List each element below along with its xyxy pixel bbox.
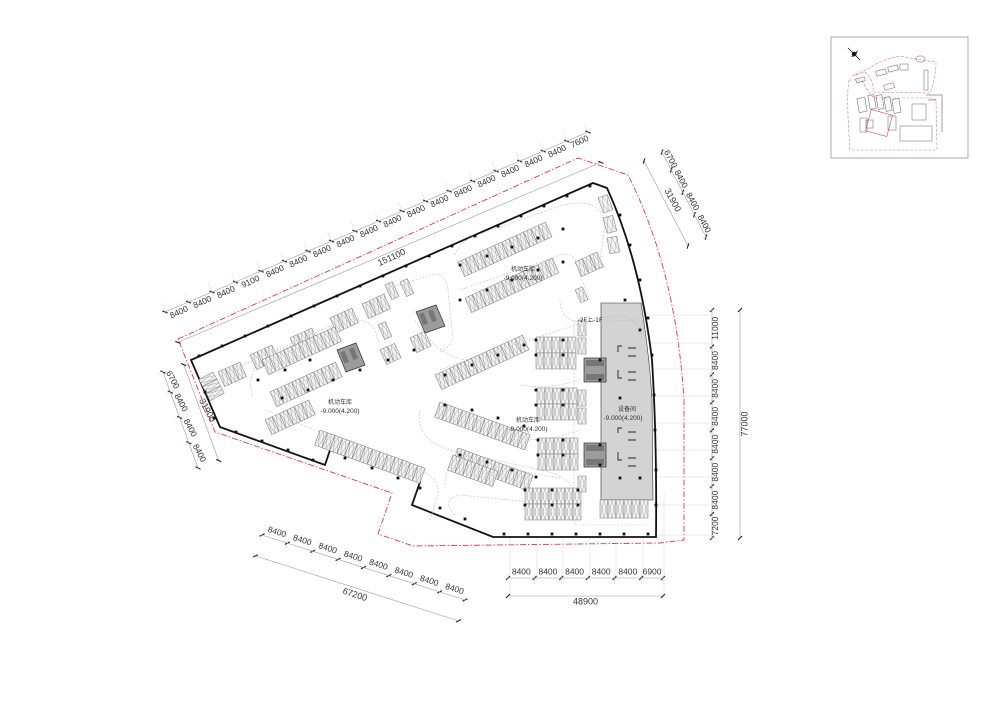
svg-text:8400: 8400 <box>419 573 440 588</box>
svg-text:8400: 8400 <box>405 202 427 219</box>
svg-text:8400: 8400 <box>429 192 451 209</box>
svg-text:8400: 8400 <box>538 566 557 576</box>
property-line <box>177 157 685 547</box>
svg-text:9100: 9100 <box>240 273 262 290</box>
stair-core-1 <box>336 342 366 373</box>
svg-text:机动车库: 机动车库 <box>511 265 535 273</box>
svg-text:8400: 8400 <box>452 182 474 199</box>
svg-text:8400: 8400 <box>523 152 545 169</box>
svg-text:8400: 8400 <box>292 532 313 547</box>
svg-text:8400: 8400 <box>191 442 209 464</box>
svg-text:77000: 77000 <box>739 411 749 436</box>
svg-text:48900: 48900 <box>573 596 598 606</box>
svg-text:31900: 31900 <box>663 187 684 214</box>
svg-text:8400: 8400 <box>358 222 380 239</box>
svg-text:8400: 8400 <box>710 490 720 509</box>
svg-text:8400: 8400 <box>710 379 720 398</box>
svg-text:8400: 8400 <box>592 566 611 576</box>
svg-text:8400: 8400 <box>512 566 531 576</box>
svg-text:7200: 7200 <box>710 516 720 535</box>
svg-text:机动车库: 机动车库 <box>328 398 352 406</box>
svg-text:7600: 7600 <box>569 133 591 150</box>
room-label-parking-2: 机动车库 -9.000(4.200) <box>320 398 359 415</box>
stair-core-2 <box>415 304 446 334</box>
svg-text:8400: 8400 <box>476 172 498 189</box>
svg-text:8400: 8400 <box>618 566 637 576</box>
svg-text:6900: 6900 <box>643 566 662 576</box>
room-label-parking-3: 机动车库 -9.000(4.200) <box>508 416 547 433</box>
svg-text:8400: 8400 <box>710 407 720 426</box>
room-label-parking-1: 机动车库 -9.000(4.200) <box>503 265 542 282</box>
svg-text:67200: 67200 <box>342 586 369 603</box>
svg-text:6700: 6700 <box>662 148 680 170</box>
svg-text:8400: 8400 <box>368 557 389 572</box>
svg-text:设备间: 设备间 <box>618 405 636 413</box>
svg-text:8400: 8400 <box>343 548 364 563</box>
svg-text:8400: 8400 <box>335 232 357 249</box>
svg-text:8400: 8400 <box>288 252 310 269</box>
svg-text:151100: 151100 <box>376 247 407 268</box>
svg-text:8400: 8400 <box>393 565 414 580</box>
svg-text:8400: 8400 <box>546 142 568 159</box>
stair-core-3 <box>583 357 607 383</box>
svg-text:8400: 8400 <box>382 212 404 229</box>
svg-text:-9.000(4.200): -9.000(4.200) <box>508 426 547 433</box>
svg-text:8400: 8400 <box>684 191 702 213</box>
north-arrow-icon <box>847 47 861 61</box>
room-label-equipment: 设备间 -9.000(4.200) <box>603 405 642 422</box>
svg-text:8400: 8400 <box>172 392 190 414</box>
dimension-bottom: 8400 8400 8400 8400 8400 6900 48900 <box>505 566 666 606</box>
svg-text:8400: 8400 <box>499 162 521 179</box>
svg-text:8400: 8400 <box>672 168 690 190</box>
svg-text:8400: 8400 <box>192 293 214 310</box>
svg-text:8400: 8400 <box>710 462 720 481</box>
ramp-level-label: -2F上-1F <box>578 316 603 324</box>
equipment-room <box>600 302 654 501</box>
svg-text:8400: 8400 <box>317 540 338 555</box>
svg-text:-9.000(4.200): -9.000(4.200) <box>503 275 542 282</box>
stair-core-4 <box>583 442 607 468</box>
svg-text:8400: 8400 <box>266 524 287 539</box>
svg-text:-9.000(4.200): -9.000(4.200) <box>603 415 642 422</box>
svg-text:11000: 11000 <box>710 317 720 340</box>
svg-text:8400: 8400 <box>182 417 200 439</box>
key-plan <box>830 36 969 159</box>
svg-text:8400: 8400 <box>168 303 190 320</box>
svg-text:-9.000(4.200): -9.000(4.200) <box>320 408 359 415</box>
svg-text:8400: 8400 <box>565 566 584 576</box>
structural-columns <box>197 184 658 536</box>
equipment-room-walls <box>617 345 636 467</box>
dimension-right: 11000 8400 8400 8400 8400 8400 8400 7200 77000 <box>708 307 749 541</box>
svg-text:8400: 8400 <box>215 283 237 300</box>
svg-text:8400: 8400 <box>311 242 333 259</box>
svg-text:8400: 8400 <box>444 581 465 596</box>
svg-text:8400: 8400 <box>710 351 720 370</box>
svg-text:机动车库: 机动车库 <box>516 416 540 424</box>
dimension-bottom-left: 8400 8400 8400 8400 8400 8400 8400 8400 67200 <box>252 524 468 623</box>
svg-text:8400: 8400 <box>696 213 714 235</box>
svg-text:8400: 8400 <box>264 262 286 279</box>
svg-text:6700: 6700 <box>164 369 182 391</box>
parking-stalls <box>198 194 649 521</box>
svg-text:8400: 8400 <box>710 435 720 454</box>
